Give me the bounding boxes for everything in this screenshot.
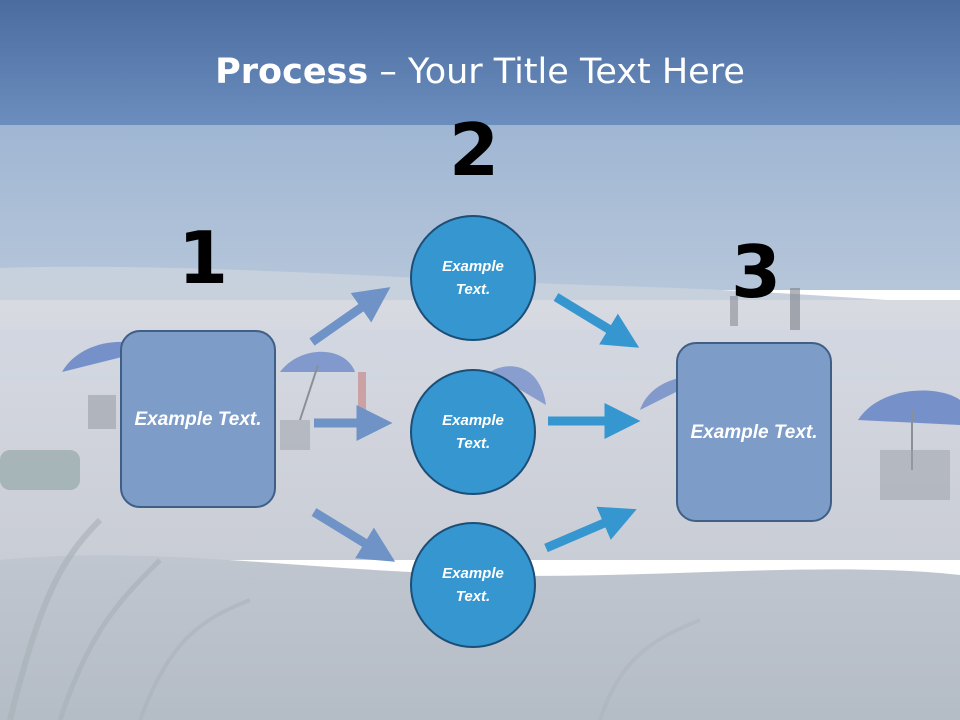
- step-number-1: 1: [178, 216, 229, 300]
- step-number-3: 3: [731, 230, 782, 314]
- slide-title: Process – Your Title Text Here: [0, 52, 960, 92]
- step-1-text: Example Text.: [134, 408, 262, 430]
- step-number-2: 2: [449, 108, 500, 192]
- step-1-box: Example Text.: [120, 330, 276, 508]
- step-3-text: Example Text.: [690, 421, 818, 443]
- arrow-left-to-top: [309, 287, 391, 346]
- circle-top-text: Example Text.: [442, 258, 504, 298]
- step-2-circle-middle: Example Text.: [410, 369, 536, 495]
- circle-middle-text: Example Text.: [442, 412, 504, 452]
- arrow-top-to-right: [553, 293, 640, 348]
- step-2-circle-top: Example Text.: [410, 215, 536, 341]
- step-3-box: Example Text.: [676, 342, 832, 522]
- title-bold: Process: [215, 52, 369, 92]
- circle-bottom-text: Example Text.: [442, 565, 504, 605]
- arrow-left-to-bottom: [311, 508, 396, 562]
- arrow-bottom-to-right: [544, 506, 637, 553]
- step-2-circle-bottom: Example Text.: [410, 522, 536, 648]
- title-rest: – Your Title Text Here: [368, 52, 745, 92]
